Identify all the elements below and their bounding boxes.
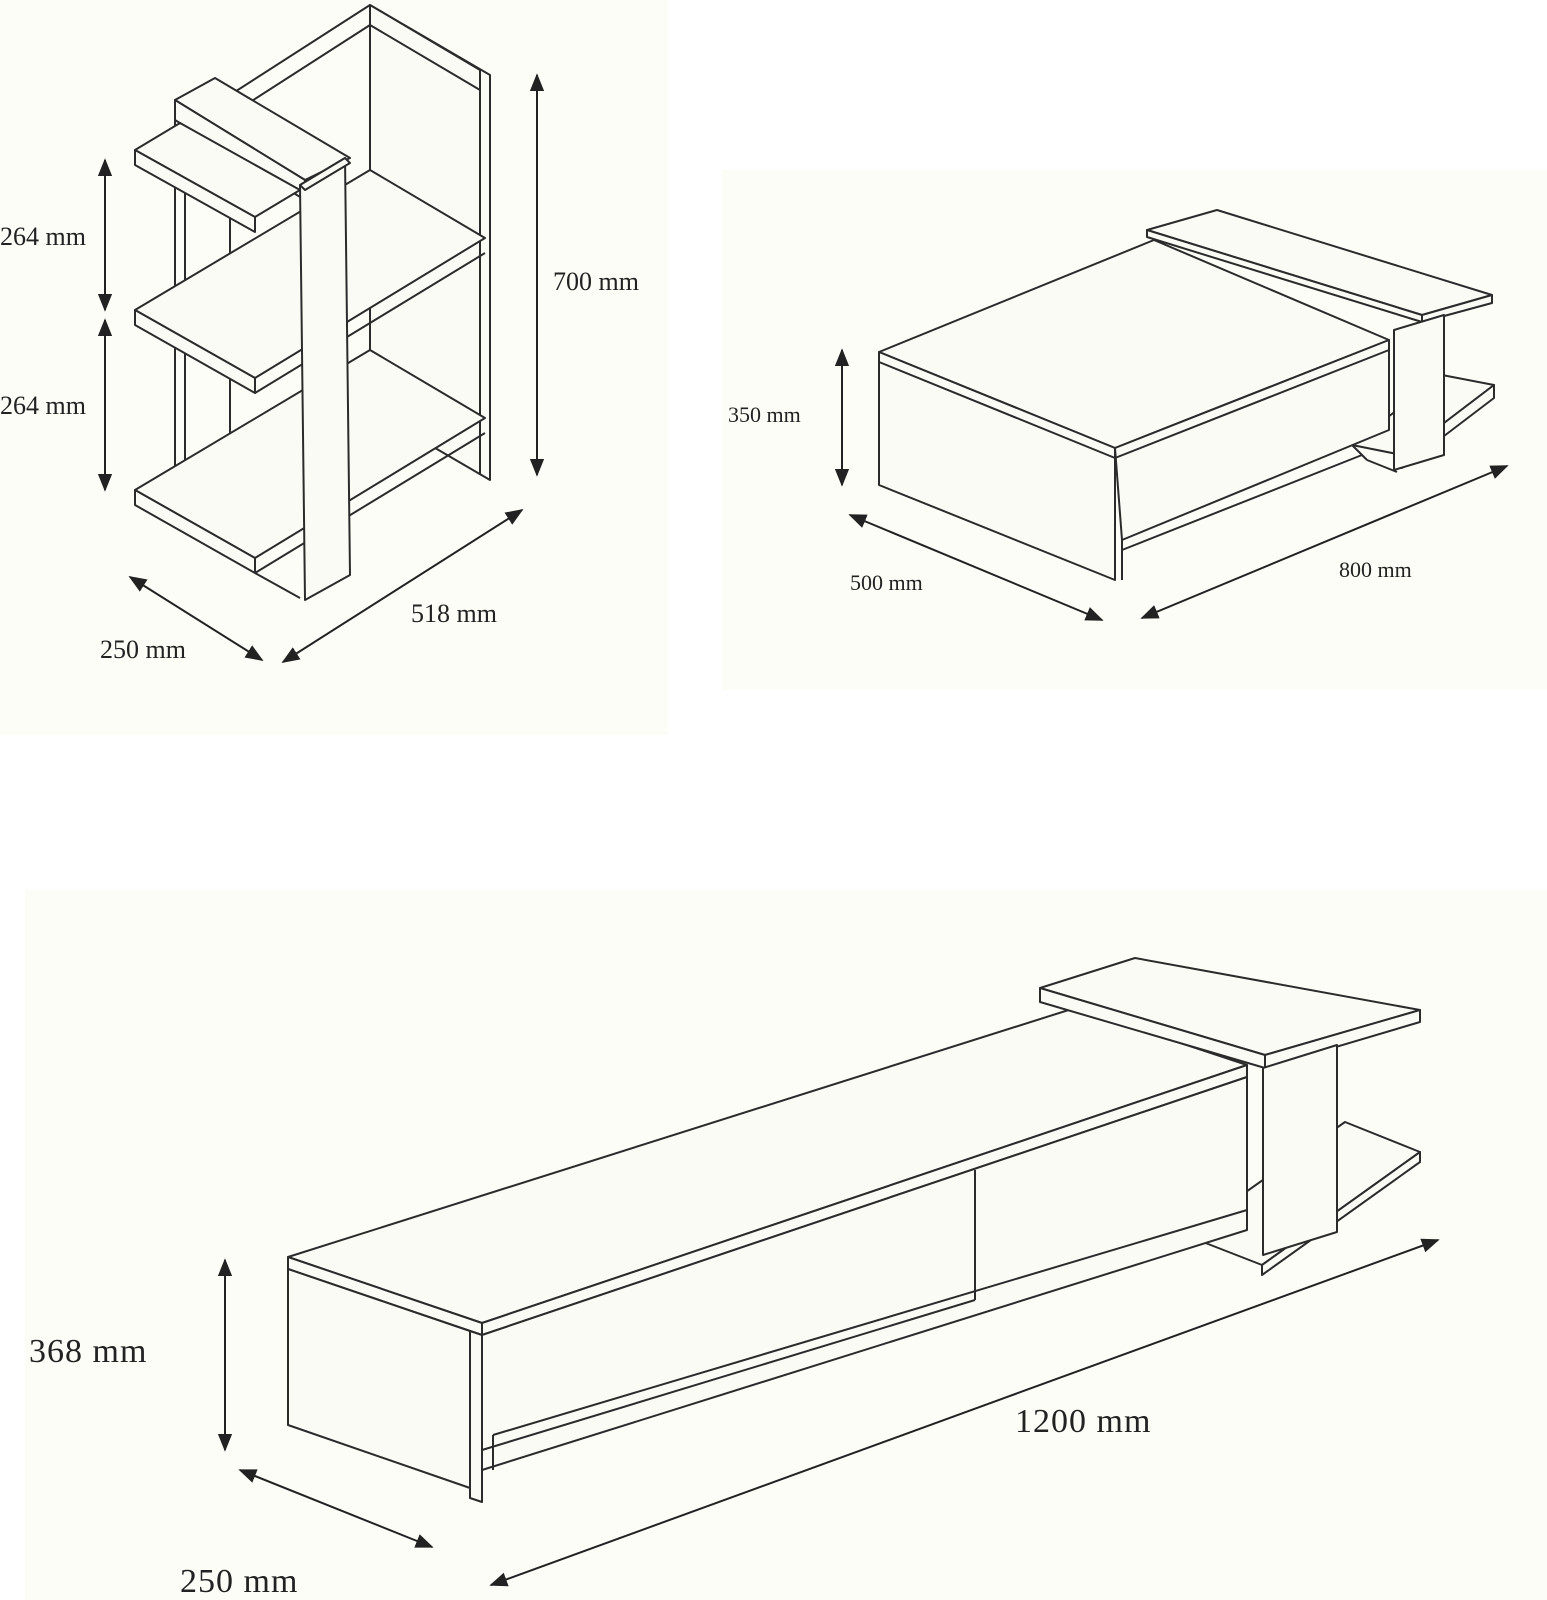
height-label: 700 mm <box>553 267 639 296</box>
coffee-table-drawing: 350 mm 500 mm 800 mm <box>728 209 1509 621</box>
coffee-table-top-bar <box>1146 209 1493 323</box>
coffee-table-leg <box>1393 314 1445 471</box>
tv-stand-drawing: 368 mm 1200 mm 250 mm <box>29 957 1440 1600</box>
coffee-table-panel: 350 mm 500 mm 800 mm <box>722 170 1547 690</box>
depth-label: 250 mm <box>180 1563 298 1600</box>
bookshelf-panel: 264 mm 264 mm 700 mm 518 mm 250 mm <box>0 0 668 735</box>
bookshelf-drawing: 264 mm 264 mm 700 mm 518 mm 250 mm <box>0 4 639 664</box>
lower-gap-label: 264 mm <box>0 391 86 420</box>
dim-line-depth <box>848 514 1104 621</box>
dim-line-width <box>281 509 524 663</box>
width-label: 800 mm <box>1339 557 1412 582</box>
tv-stand-leg <box>1262 1044 1338 1256</box>
coffee-table-body <box>878 239 1390 581</box>
dim-line-width <box>1140 465 1509 619</box>
width-label: 518 mm <box>411 599 497 628</box>
tv-stand-top-bar <box>1039 957 1421 1069</box>
width-label: 1200 mm <box>1015 1403 1151 1440</box>
dim-line-depth <box>238 1469 434 1548</box>
upper-gap-label: 264 mm <box>0 222 86 251</box>
tv-stand-panel: 368 mm 1200 mm 250 mm <box>25 890 1547 1600</box>
depth-label: 250 mm <box>100 635 186 664</box>
height-label: 368 mm <box>29 1333 147 1370</box>
dim-line-width <box>489 1238 1440 1587</box>
depth-label: 500 mm <box>850 570 923 595</box>
dim-line-depth <box>128 576 264 661</box>
height-label: 350 mm <box>728 402 801 427</box>
